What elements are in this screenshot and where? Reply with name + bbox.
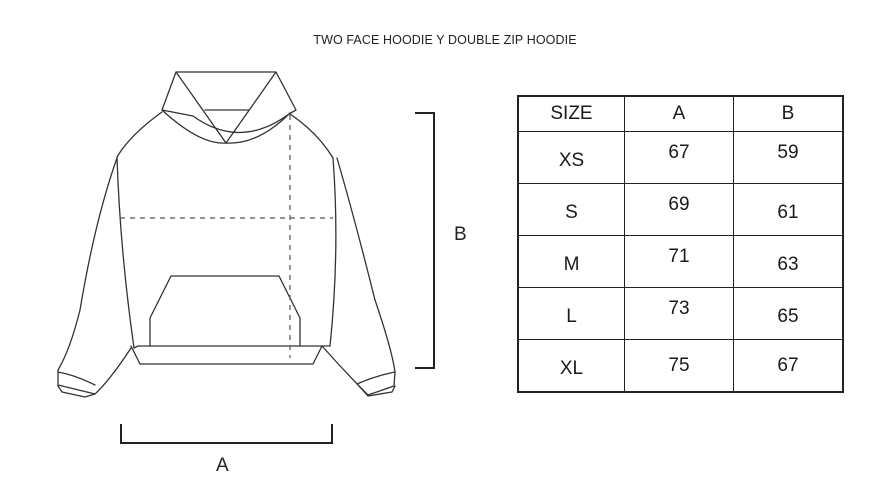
left-sleeve bbox=[57, 157, 132, 395]
measure-a-label: A bbox=[216, 455, 229, 476]
b-cell: 59 bbox=[777, 141, 799, 163]
kangaroo-pocket bbox=[149, 275, 301, 347]
size-cell: XL bbox=[559, 357, 584, 379]
measure-a-bracket bbox=[120, 424, 333, 444]
table-row: L 73 65 bbox=[517, 287, 844, 340]
size-cell: XS bbox=[558, 149, 585, 171]
header-size: SIZE bbox=[517, 95, 625, 132]
a-cell: 69 bbox=[668, 193, 690, 215]
a-cell: 75 bbox=[668, 354, 690, 376]
size-cell: M bbox=[563, 253, 580, 275]
header-a: A bbox=[624, 95, 734, 132]
size-chart-table: SIZE A B XS 67 59 S 69 61 M 71 63 L 73 6… bbox=[517, 95, 844, 393]
b-cell: 63 bbox=[777, 253, 799, 275]
measure-b-bracket bbox=[415, 112, 435, 369]
b-cell: 65 bbox=[777, 305, 799, 327]
a-cell: 67 bbox=[668, 141, 690, 163]
table-row: XS 67 59 bbox=[517, 131, 844, 184]
table-header-row: SIZE A B bbox=[517, 95, 844, 132]
table-row: S 69 61 bbox=[517, 183, 844, 236]
page-title: TWO FACE HOODIE Y DOUBLE ZIP HOODIE bbox=[313, 33, 577, 47]
right-sleeve bbox=[321, 157, 396, 396]
size-cell: L bbox=[566, 305, 577, 327]
body-outline bbox=[116, 111, 337, 349]
table-row: M 71 63 bbox=[517, 235, 844, 288]
header-b: B bbox=[733, 95, 844, 132]
table-row: XL 75 67 bbox=[517, 339, 844, 393]
a-cell: 73 bbox=[668, 297, 690, 319]
measure-b-label: B bbox=[454, 224, 467, 245]
b-cell: 67 bbox=[777, 354, 799, 376]
size-cell: S bbox=[565, 201, 578, 223]
b-cell: 61 bbox=[777, 201, 799, 223]
a-cell: 71 bbox=[668, 245, 690, 267]
